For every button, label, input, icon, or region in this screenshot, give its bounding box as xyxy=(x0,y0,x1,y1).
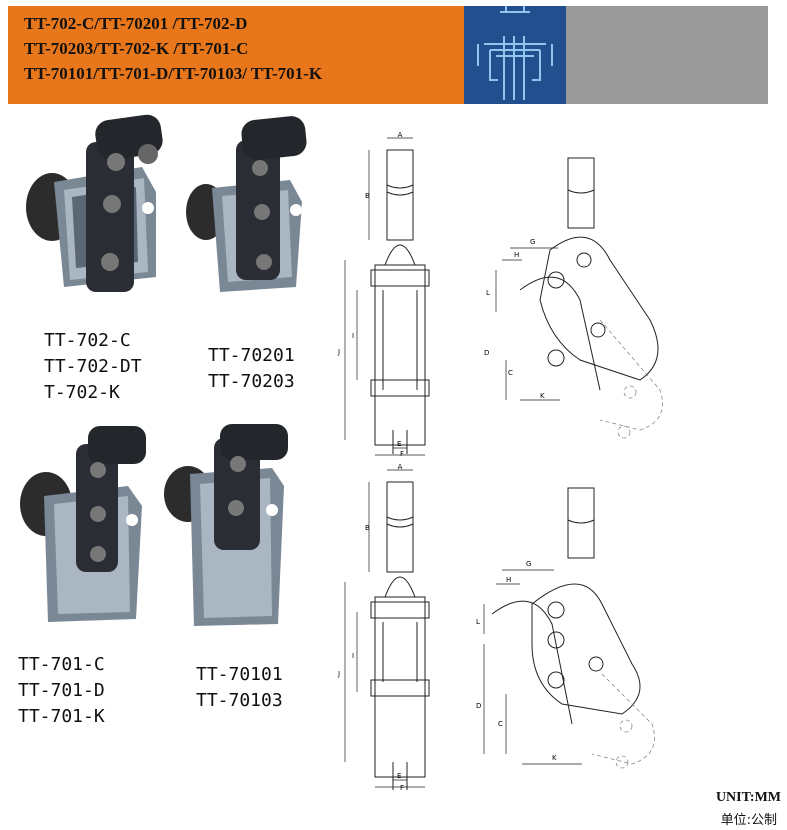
unit-label-cn: 单位:公制 xyxy=(720,813,777,828)
model-label: TT-70203 xyxy=(208,371,295,392)
dim-label-k: K xyxy=(540,392,545,400)
dim-label-i: I xyxy=(352,652,354,660)
dim-label-a: A xyxy=(398,131,403,139)
dim-label-b: B xyxy=(365,524,370,532)
drawing-front-view-bottom: A B J I E F xyxy=(337,463,430,792)
dim-label-e: E xyxy=(397,772,401,780)
company-logo xyxy=(464,6,566,104)
dim-label-e: E xyxy=(397,440,401,448)
dim-label-l: L xyxy=(486,289,490,297)
dim-label-i: I xyxy=(352,332,354,340)
dim-label-b: B xyxy=(365,192,370,200)
dim-label-c: C xyxy=(498,720,503,728)
dim-label-a: A xyxy=(398,463,403,471)
model-label: TT-702-C xyxy=(44,330,131,351)
header-grey-panel xyxy=(566,6,768,104)
dim-label-f: F xyxy=(400,450,404,458)
drawing-side-view-top: G H L D C K xyxy=(484,157,663,439)
clamp-photo-tt-702-c xyxy=(26,114,163,292)
model-label: TT-701-K xyxy=(18,706,105,727)
dim-label-g: G xyxy=(530,238,535,246)
clamp-photo-tt-701-c xyxy=(20,426,146,622)
clamp-photo-tt-70201 xyxy=(186,116,307,292)
drawing-side-view-bottom: G H L D C K xyxy=(476,487,655,769)
dim-label-l: L xyxy=(476,618,480,626)
dim-label-d: D xyxy=(484,349,489,357)
header-line-3: TT-70101/TT-701-D/TT-70103/ TT-701-K xyxy=(24,64,323,83)
model-list-702xx: TT-70201 TT-70203 xyxy=(208,343,295,395)
drawing-front-view-top: A B J I E F xyxy=(337,131,430,458)
model-label: TT-70103 xyxy=(196,690,283,711)
dim-label-h: H xyxy=(506,576,511,584)
model-label: T-702-K xyxy=(44,382,120,403)
model-list-702: TT-702-C TT-702-DT T-702-K xyxy=(44,328,142,406)
dim-label-k: K xyxy=(552,754,557,762)
model-list-701: TT-701-C TT-701-D TT-701-K xyxy=(18,652,105,730)
dim-label-c: C xyxy=(508,369,513,377)
clamp-photo-tt-70101 xyxy=(164,424,288,626)
model-label: TT-70201 xyxy=(208,345,295,366)
unit-label: UNIT:MM xyxy=(715,790,781,805)
dim-label-g: G xyxy=(526,560,531,568)
model-label: TT-701-D xyxy=(18,680,105,701)
header-line-2: TT-70203/TT-702-K /TT-701-C xyxy=(24,39,249,58)
dim-label-f: F xyxy=(400,784,404,792)
model-label: TT-701-C xyxy=(18,654,105,675)
model-label: TT-70101 xyxy=(196,664,283,685)
logo-icon xyxy=(477,6,553,100)
dim-label-j: J xyxy=(337,348,340,356)
model-list-701xx: TT-70101 TT-70103 xyxy=(196,662,283,714)
header-banner: TT-702-C/TT-70201 /TT-702-D TT-70203/TT-… xyxy=(8,6,464,104)
model-label: TT-702-DT xyxy=(44,356,142,377)
dim-label-h: H xyxy=(514,251,519,259)
header-line-1: TT-702-C/TT-70201 /TT-702-D xyxy=(24,14,248,33)
dim-label-d: D xyxy=(476,702,481,710)
dim-label-j: J xyxy=(337,670,340,678)
